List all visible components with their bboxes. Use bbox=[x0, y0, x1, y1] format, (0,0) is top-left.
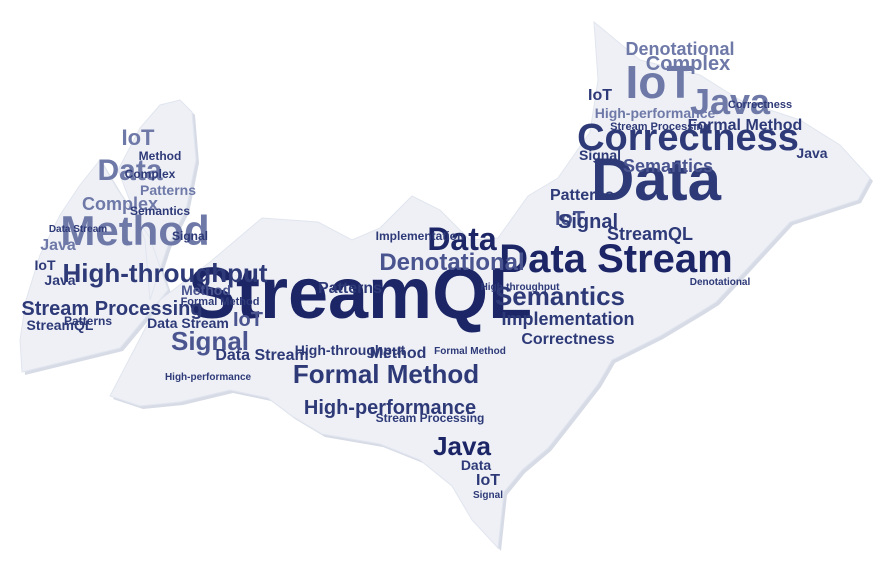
cloud-word: Stream Processing bbox=[376, 411, 485, 425]
cloud-word: Patterns bbox=[550, 187, 614, 204]
cloud-word: Method bbox=[181, 282, 231, 298]
cloud-word: Data Stream bbox=[49, 224, 107, 235]
cloud-word: Java bbox=[44, 272, 75, 288]
cloud-word: High-performance bbox=[304, 397, 476, 419]
cloud-word: Stream Processing bbox=[21, 298, 202, 320]
cloud-word: Correctness bbox=[521, 331, 614, 348]
cloud-word: High-throughput bbox=[481, 282, 561, 293]
cloud-word: IoT bbox=[555, 208, 585, 230]
cloud-word: Complex bbox=[125, 167, 176, 181]
cloud-word: IoT bbox=[588, 87, 612, 104]
cloud-word: Signal bbox=[171, 326, 249, 356]
cloud-word: High-performance bbox=[595, 105, 716, 121]
cloud-word: Method bbox=[139, 149, 182, 163]
cloud-word: Semantics bbox=[623, 156, 713, 176]
cloud-word: StreamQL bbox=[607, 224, 693, 244]
cloud-word: Method bbox=[370, 345, 427, 362]
cloud-word: Signal bbox=[579, 147, 621, 163]
bat-silhouette bbox=[19, 20, 871, 550]
cloud-word: Data bbox=[461, 457, 492, 473]
cloud-word: Data bbox=[591, 146, 722, 213]
cloud-word: Complex bbox=[646, 53, 730, 75]
cloud-word: Data Stream bbox=[147, 315, 229, 331]
cloud-word: Implementation bbox=[501, 309, 634, 329]
cloud-word: Patterns bbox=[140, 182, 196, 198]
cloud-word: Correctness bbox=[728, 99, 792, 111]
cloud-word: Formal Method bbox=[293, 359, 479, 389]
cloud-word: IoT bbox=[122, 125, 156, 150]
cloud-word: Signal bbox=[473, 490, 503, 501]
cloud-word: Java bbox=[796, 145, 827, 161]
cloud-word: Method bbox=[60, 207, 209, 254]
cloud-word: Data Stream bbox=[499, 237, 732, 281]
cloud-word: Correctness bbox=[577, 117, 799, 159]
cloud-word: Formal Method bbox=[688, 117, 803, 134]
cloud-word: StreamQL bbox=[27, 317, 94, 333]
cloud-word: Formal Method bbox=[434, 346, 506, 357]
cloud-word: Data Stream bbox=[215, 347, 308, 364]
cloud-word: IoT bbox=[476, 472, 500, 489]
cloud-word: Signal bbox=[558, 211, 618, 233]
cloud-word: StreamQL bbox=[188, 254, 532, 334]
cloud-word: Semantics bbox=[495, 281, 625, 311]
cloud-word: Patterns bbox=[318, 280, 382, 297]
cloud-word: Signal bbox=[172, 229, 208, 243]
cloud-word: IoT bbox=[35, 257, 56, 273]
cloud-word: Implementation bbox=[376, 229, 465, 243]
cloud-word: Java bbox=[433, 431, 491, 461]
cloud-word: Java bbox=[690, 81, 771, 122]
cloud-word: High-performance bbox=[165, 372, 252, 383]
cloud-word: IoT bbox=[233, 309, 263, 331]
cloud-word: Denotational bbox=[379, 249, 524, 276]
cloud-word: Denotational bbox=[625, 39, 734, 59]
cloud-word: Denotational bbox=[690, 277, 751, 288]
cloud-word: High-throughput bbox=[295, 342, 406, 358]
cloud-word: Data bbox=[427, 221, 497, 257]
cloud-word: Patterns bbox=[64, 314, 112, 328]
cloud-word: Stream Processing bbox=[610, 121, 710, 133]
cloud-word: Semantics bbox=[130, 204, 190, 218]
cloud-word: Formal Method bbox=[181, 296, 260, 308]
cloud-word: IoT bbox=[626, 56, 695, 108]
cloud-word: Data bbox=[97, 154, 162, 187]
cloud-word: High-throughput bbox=[62, 258, 267, 288]
cloud-word: Java bbox=[40, 237, 76, 254]
cloud-word: Complex bbox=[82, 194, 158, 214]
